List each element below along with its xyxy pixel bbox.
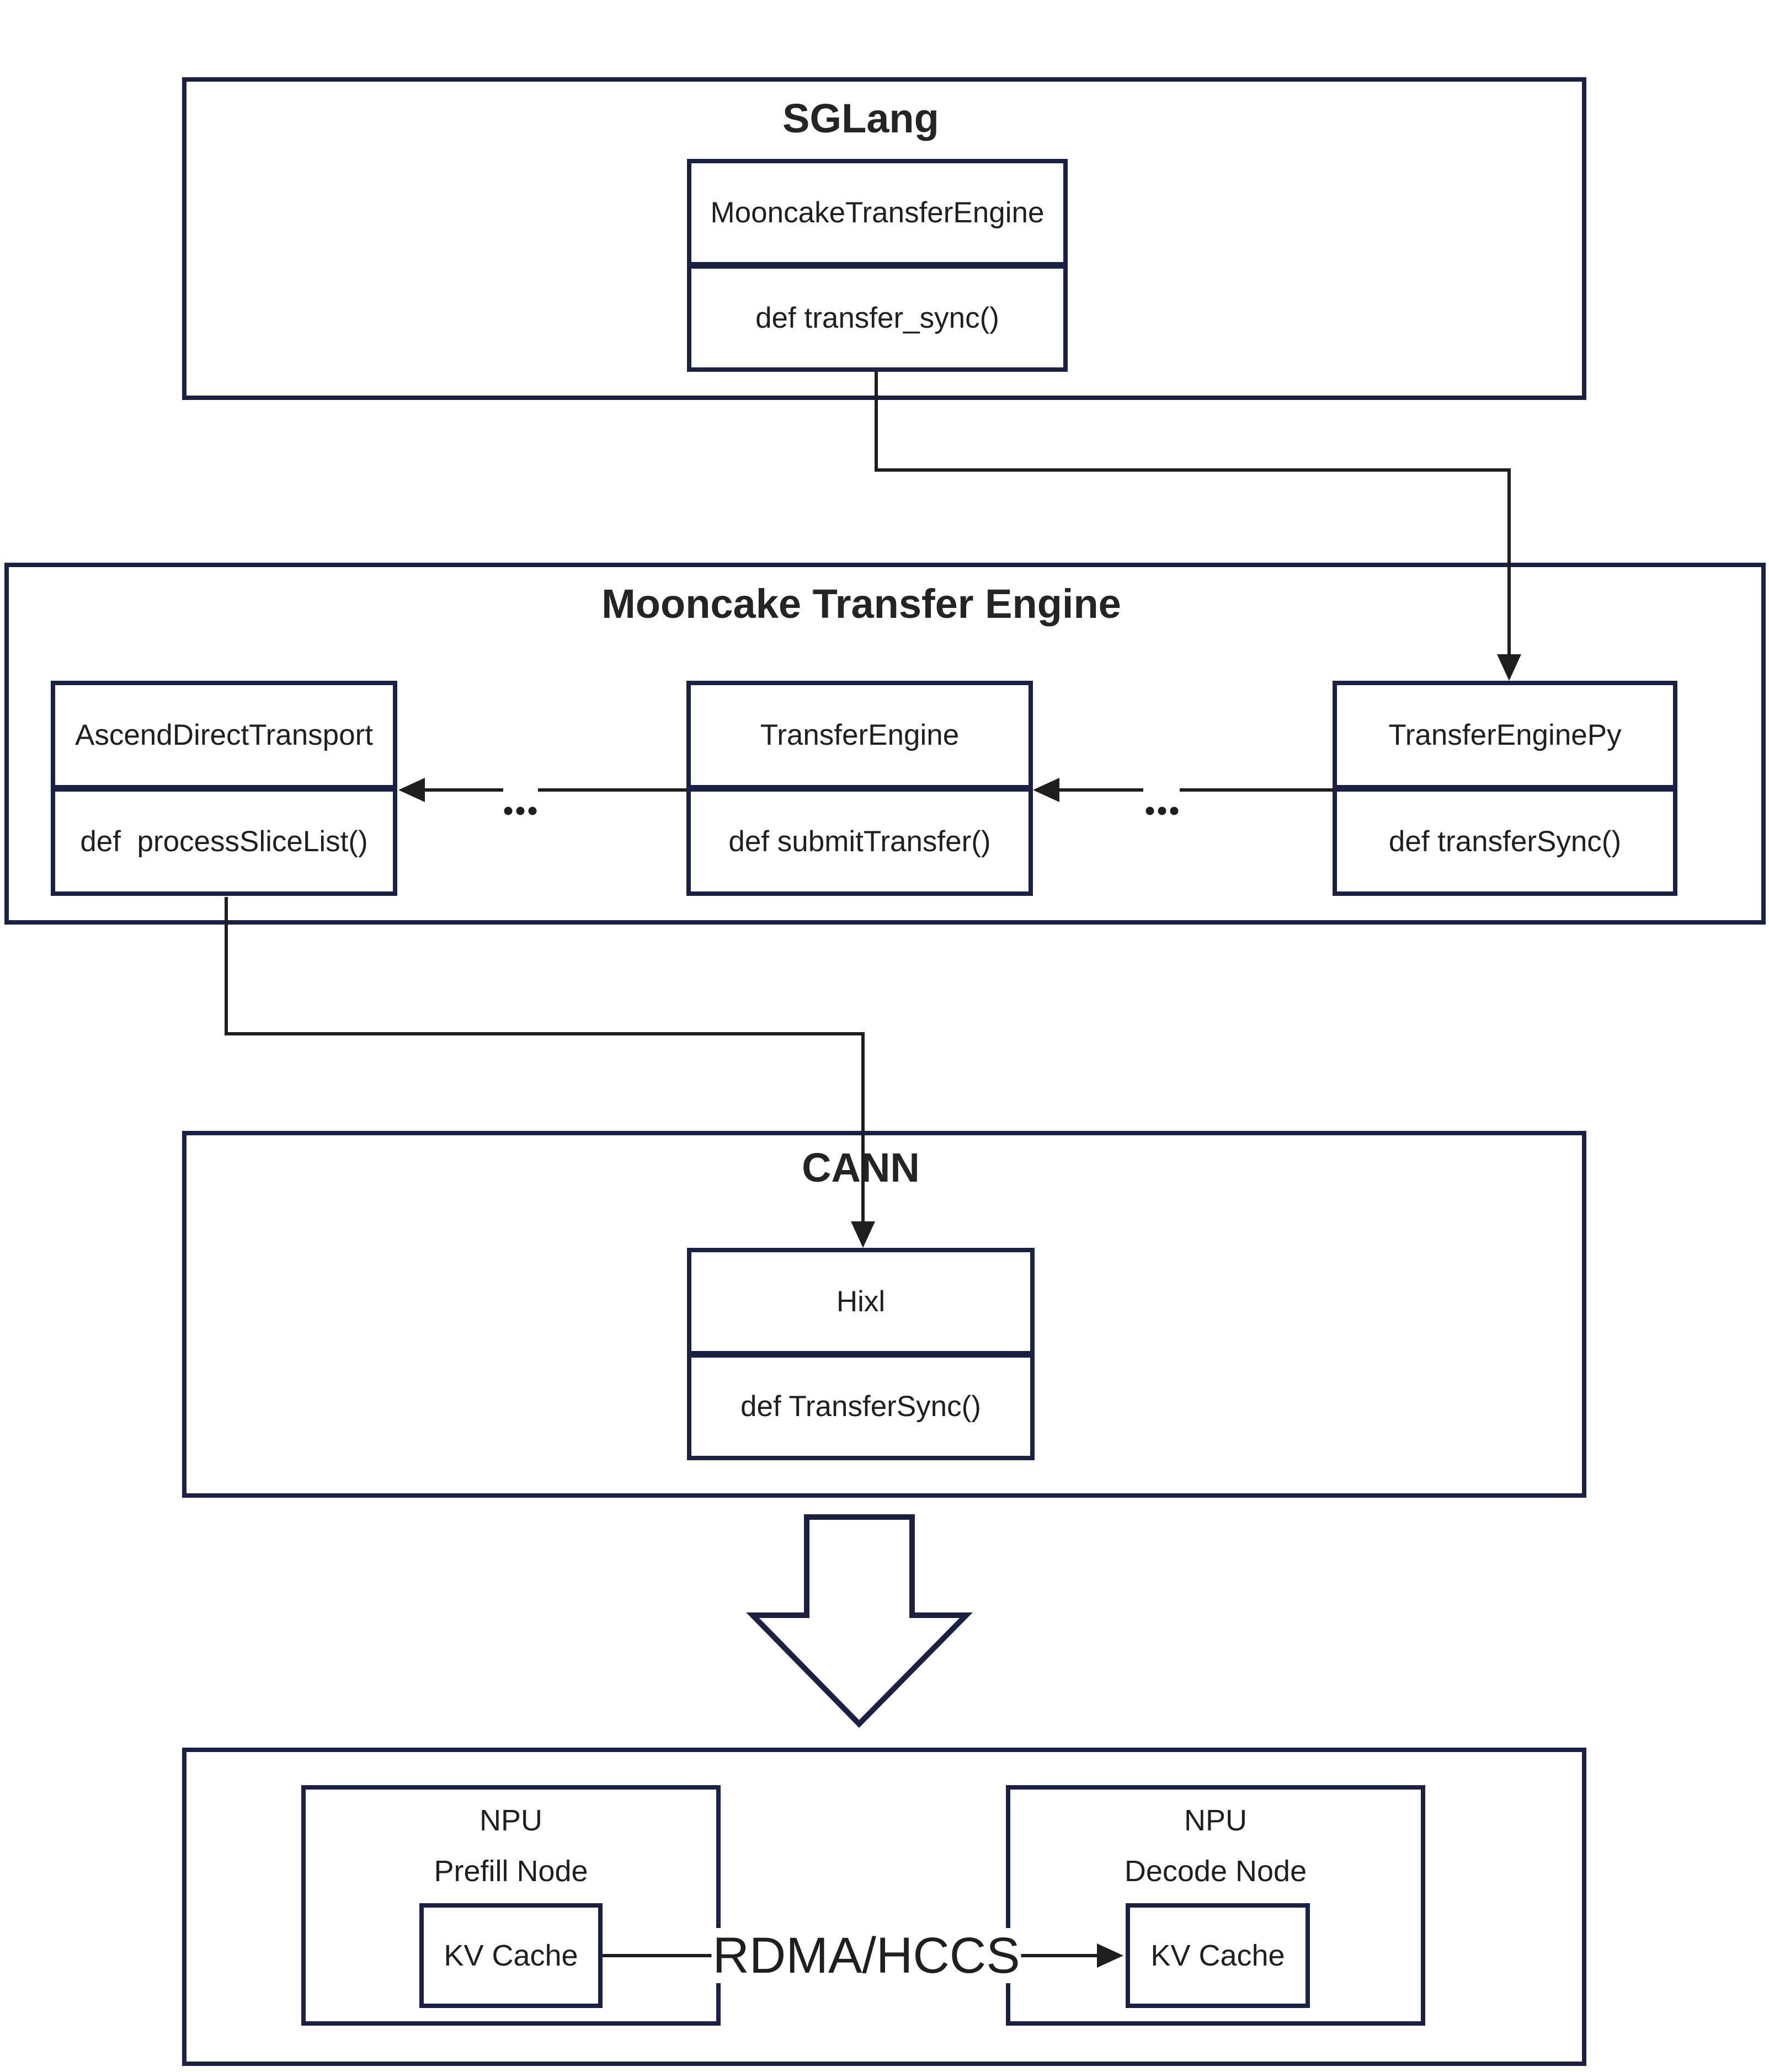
class-method-compartment: def processSliceList() [55, 792, 393, 891]
class-box-transferenginepy: TransferEnginePy def transferSync() [1333, 681, 1677, 896]
method-transfer-sync: def transfer_sync() [755, 302, 999, 334]
method-submittransfer: def submitTransfer() [728, 825, 991, 858]
class-name-mooncaketransferengine: MooncakeTransferEngine [710, 196, 1045, 229]
kv-cache-box-prefill: KV Cache [419, 1903, 603, 2008]
class-name-compartment: AscendDirectTransport [55, 685, 393, 792]
class-name-compartment: TransferEnginePy [1337, 685, 1673, 792]
class-name-transferengine: TransferEngine [760, 719, 960, 751]
kv-cache-label-decode: KV Cache [1150, 1939, 1285, 1972]
npu-decode-subtitle: Decode Node [1124, 1855, 1307, 1888]
npu-prefill-title: NPU [479, 1804, 542, 1837]
big-hollow-arrow-down [746, 1514, 973, 1728]
class-method-compartment: def TransferSync() [691, 1358, 1030, 1456]
method-processslicelist: def processSliceList() [80, 825, 368, 858]
class-method-compartment: def submitTransfer() [691, 792, 1029, 891]
class-box-ascenddirecttransport: AscendDirectTransport def processSliceLi… [51, 681, 397, 896]
class-method-compartment: def transferSync() [1337, 792, 1673, 891]
method-transfersync-py: def transferSync() [1388, 825, 1622, 858]
class-name-compartment: TransferEngine [691, 685, 1029, 792]
method-transfersync-hixl: def TransferSync() [740, 1390, 981, 1423]
mooncake-title: Mooncake Transfer Engine [601, 581, 1121, 627]
kv-cache-label-prefill: KV Cache [444, 1939, 578, 1972]
kv-cache-box-decode: KV Cache [1126, 1903, 1310, 2008]
cann-title: CANN [802, 1145, 920, 1190]
class-name-transferenginepy: TransferEnginePy [1388, 719, 1622, 751]
class-box-hixl: Hixl def TransferSync() [687, 1248, 1035, 1460]
class-name-compartment: MooncakeTransferEngine [691, 163, 1063, 269]
rdma-hccs-label: RDMA/HCCS [711, 1927, 1021, 1984]
class-box-mooncake-transfer-engine: MooncakeTransferEngine def transfer_sync… [687, 159, 1068, 372]
class-name-compartment: Hixl [691, 1252, 1030, 1358]
npu-decode-title: NPU [1184, 1804, 1247, 1837]
class-name-ascenddirecttransport: AscendDirectTransport [74, 719, 373, 751]
class-name-hixl: Hixl [836, 1285, 886, 1318]
class-method-compartment: def transfer_sync() [691, 269, 1063, 367]
npu-prefill-subtitle: Prefill Node [434, 1855, 588, 1888]
class-box-transferengine: TransferEngine def submitTransfer() [686, 681, 1033, 896]
sglang-title: SGLang [782, 95, 939, 141]
